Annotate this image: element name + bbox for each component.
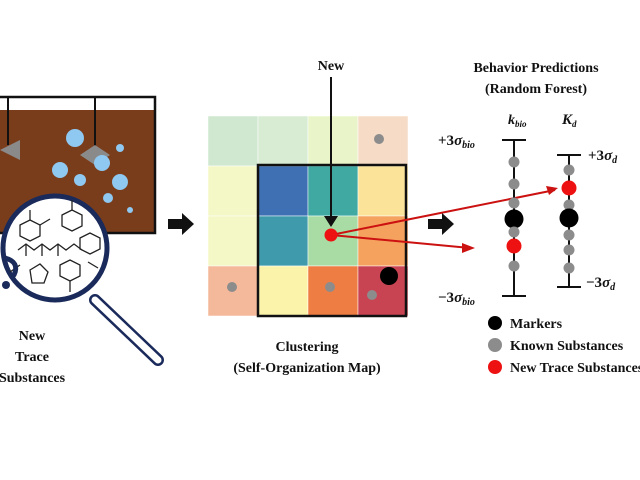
known-substance-point [563,262,575,274]
som-caption: Clustering (Self-Organization Map) [233,340,381,376]
kbio-header: kbio [508,113,527,129]
known-substance-point [508,260,520,272]
known-substance-point [374,134,384,144]
legend-swatch [488,316,502,330]
som-cell [257,115,309,167]
known-substance-point [508,156,520,168]
prediction-arrow-head [546,186,558,195]
som-cell [207,165,259,217]
new-arrow-head [324,216,338,227]
kd-upper-bound: +3σd [588,148,618,166]
left-label-line: Trace [15,350,49,365]
prediction-title-line: Behavior Predictions [473,61,599,76]
kbio-lower-bound: −3σbio [438,290,475,308]
marker-point [380,267,398,285]
legend-swatch [488,360,502,374]
left-label-line: Substances [0,371,66,386]
som-cell [307,115,359,167]
prediction-title-line: (Random Forest) [485,82,587,97]
som-cell [357,165,409,217]
left-label-line: New [19,329,46,344]
air-bubbles [52,129,133,213]
known-substance-point [325,282,335,292]
legend-label: New Trace Substances [510,361,640,376]
som-cell [207,115,259,167]
known-substance-point [563,199,575,211]
known-substance-point [508,197,520,209]
new-trace-point [506,238,522,254]
new-trace-point [561,180,577,196]
som-grid [207,115,409,317]
known-substance-point [563,244,575,256]
som-cell [307,165,359,217]
som-caption-line: Clustering [276,340,339,355]
marker-point [559,208,579,228]
known-substance-point [563,164,575,176]
legend-swatch [488,338,502,352]
mixer-blade [0,140,20,160]
new-trace-substances-label: New Trace Substances [0,329,66,386]
known-substance-point [508,226,520,238]
magnifier-icon [0,193,164,366]
new-label: New [318,59,345,74]
kbio-scale: kbio +3σbio −3σbio [438,113,527,308]
prediction-title: Behavior Predictions (Random Forest) [473,61,599,97]
legend-item-known: Known Substances [488,338,624,354]
kd-header: Kd [561,112,577,129]
known-substance-point [508,178,520,190]
flow-arrow [428,213,454,235]
legend-item-new: New Trace Substances [488,360,640,376]
kbio-upper-bound: +3σbio [438,133,475,151]
known-substance-point [563,229,575,241]
flow-arrow [168,213,194,235]
kd-lower-bound: −3σd [586,275,616,293]
som-cell [257,165,309,217]
som-points [227,134,398,300]
som-caption-line: (Self-Organization Map) [233,361,381,376]
marker-point [504,209,524,229]
legend-item-markers: Markers [488,316,563,332]
legend-label: Known Substances [510,339,624,354]
new-trace-point [324,228,338,242]
mixer-blade [80,145,95,165]
som-cell [207,215,259,267]
prediction-arrow-kd [330,189,556,236]
prediction-arrow-head [462,243,475,253]
legend: Markers Known Substances New Trace Subst… [488,316,640,376]
som-cell [257,215,309,267]
known-substance-point [227,282,237,292]
known-substance-point [367,290,377,300]
som-cell [257,265,309,317]
prediction-arrow-kbio [330,234,471,249]
kd-scale: Kd +3σd −3σd [557,112,618,293]
legend-label: Markers [510,317,563,332]
